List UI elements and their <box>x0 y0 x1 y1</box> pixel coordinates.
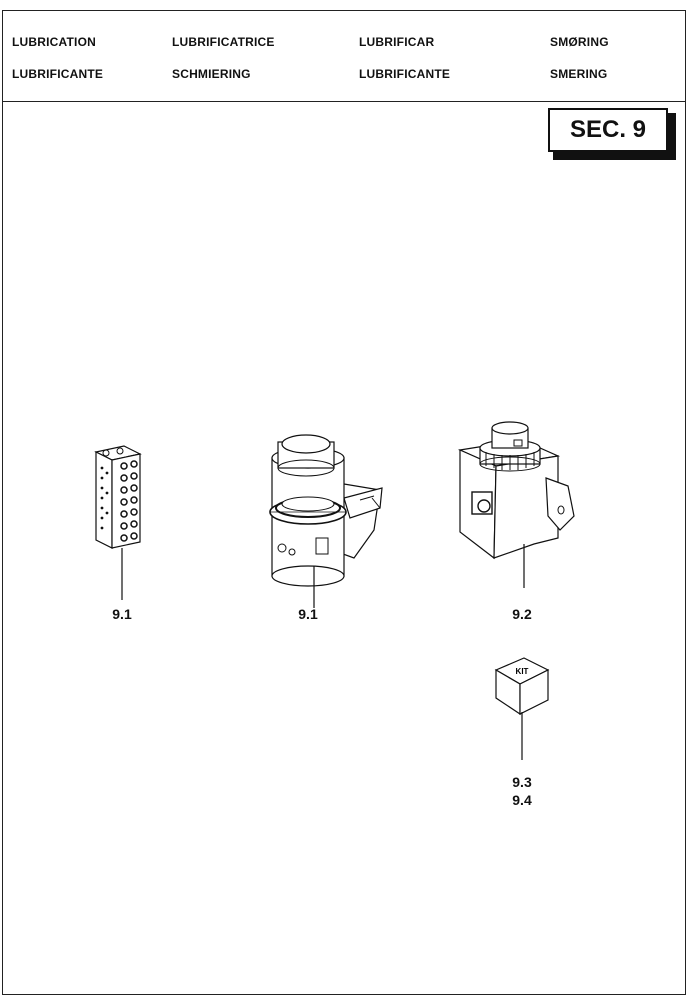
kit-box-drawing: KIT <box>494 657 550 760</box>
header-lubrificar: LUBRIFICAR <box>359 35 435 49</box>
pump-unit-drawing <box>269 434 383 608</box>
header-lubrificante-1: LUBRIFICANTE <box>12 67 104 81</box>
item-ref-label: 9.1 <box>112 606 132 622</box>
header: LUBRICATION LUBRIFICATRICE LUBRIFICAR SM… <box>2 10 686 102</box>
header-smering: SMERING <box>550 67 608 81</box>
item-ref-label: 9.1 <box>298 606 318 622</box>
section-badge: SEC. 9 <box>548 108 676 160</box>
item-ref-label: 9.2 <box>512 606 532 622</box>
header-lubrication: LUBRICATION <box>12 35 96 49</box>
section-badge-label: SEC. 9 <box>548 108 668 152</box>
header-schmiering: SCHMIERING <box>172 67 251 81</box>
kit-box-text: KIT <box>516 667 529 676</box>
header-lubrificatrice: LUBRIFICATRICE <box>172 35 275 49</box>
header-smoring: SMØRING <box>550 35 609 49</box>
header-lubrificante-2: LUBRIFICANTE <box>359 67 451 81</box>
page-frame <box>2 10 686 995</box>
distributor-block-drawing <box>94 445 142 600</box>
item-ref-label: 9.4 <box>512 792 532 808</box>
box-pump-drawing <box>457 421 575 588</box>
item-ref-label: 9.3 <box>512 774 532 790</box>
